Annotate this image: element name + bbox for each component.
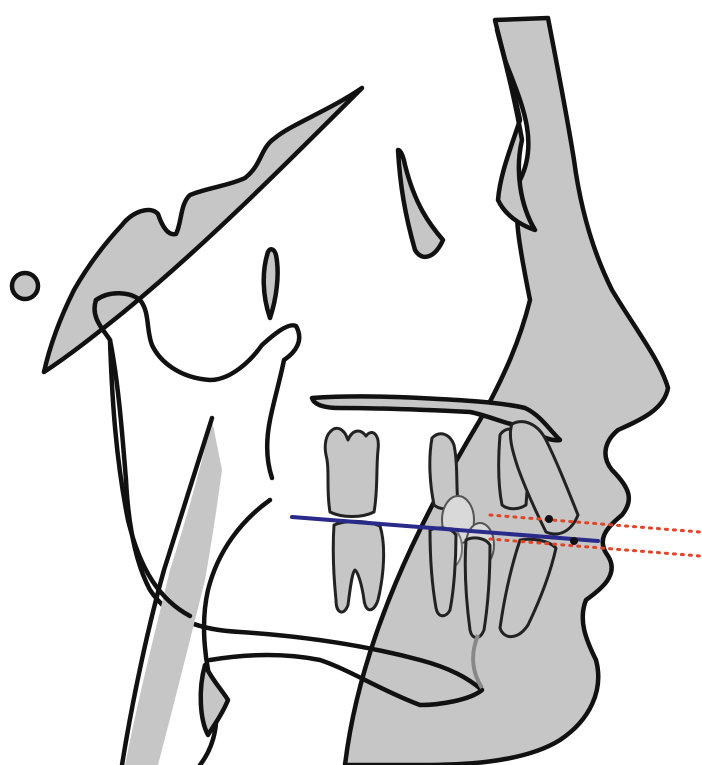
incisal-point-marker [545, 515, 553, 523]
lower-premolar-2 [465, 538, 490, 638]
orbit-outline [398, 150, 443, 257]
upper-molar [325, 428, 378, 516]
lower-incisal-marker [570, 537, 578, 545]
lower-premolar-1 [430, 528, 456, 616]
porion-circle [12, 273, 38, 299]
hyoid-outline [201, 665, 228, 735]
lower-molar [333, 521, 383, 612]
cranial-base-outline [44, 88, 362, 372]
pterygoid-outline [264, 249, 278, 318]
condyle-outline [96, 293, 299, 478]
